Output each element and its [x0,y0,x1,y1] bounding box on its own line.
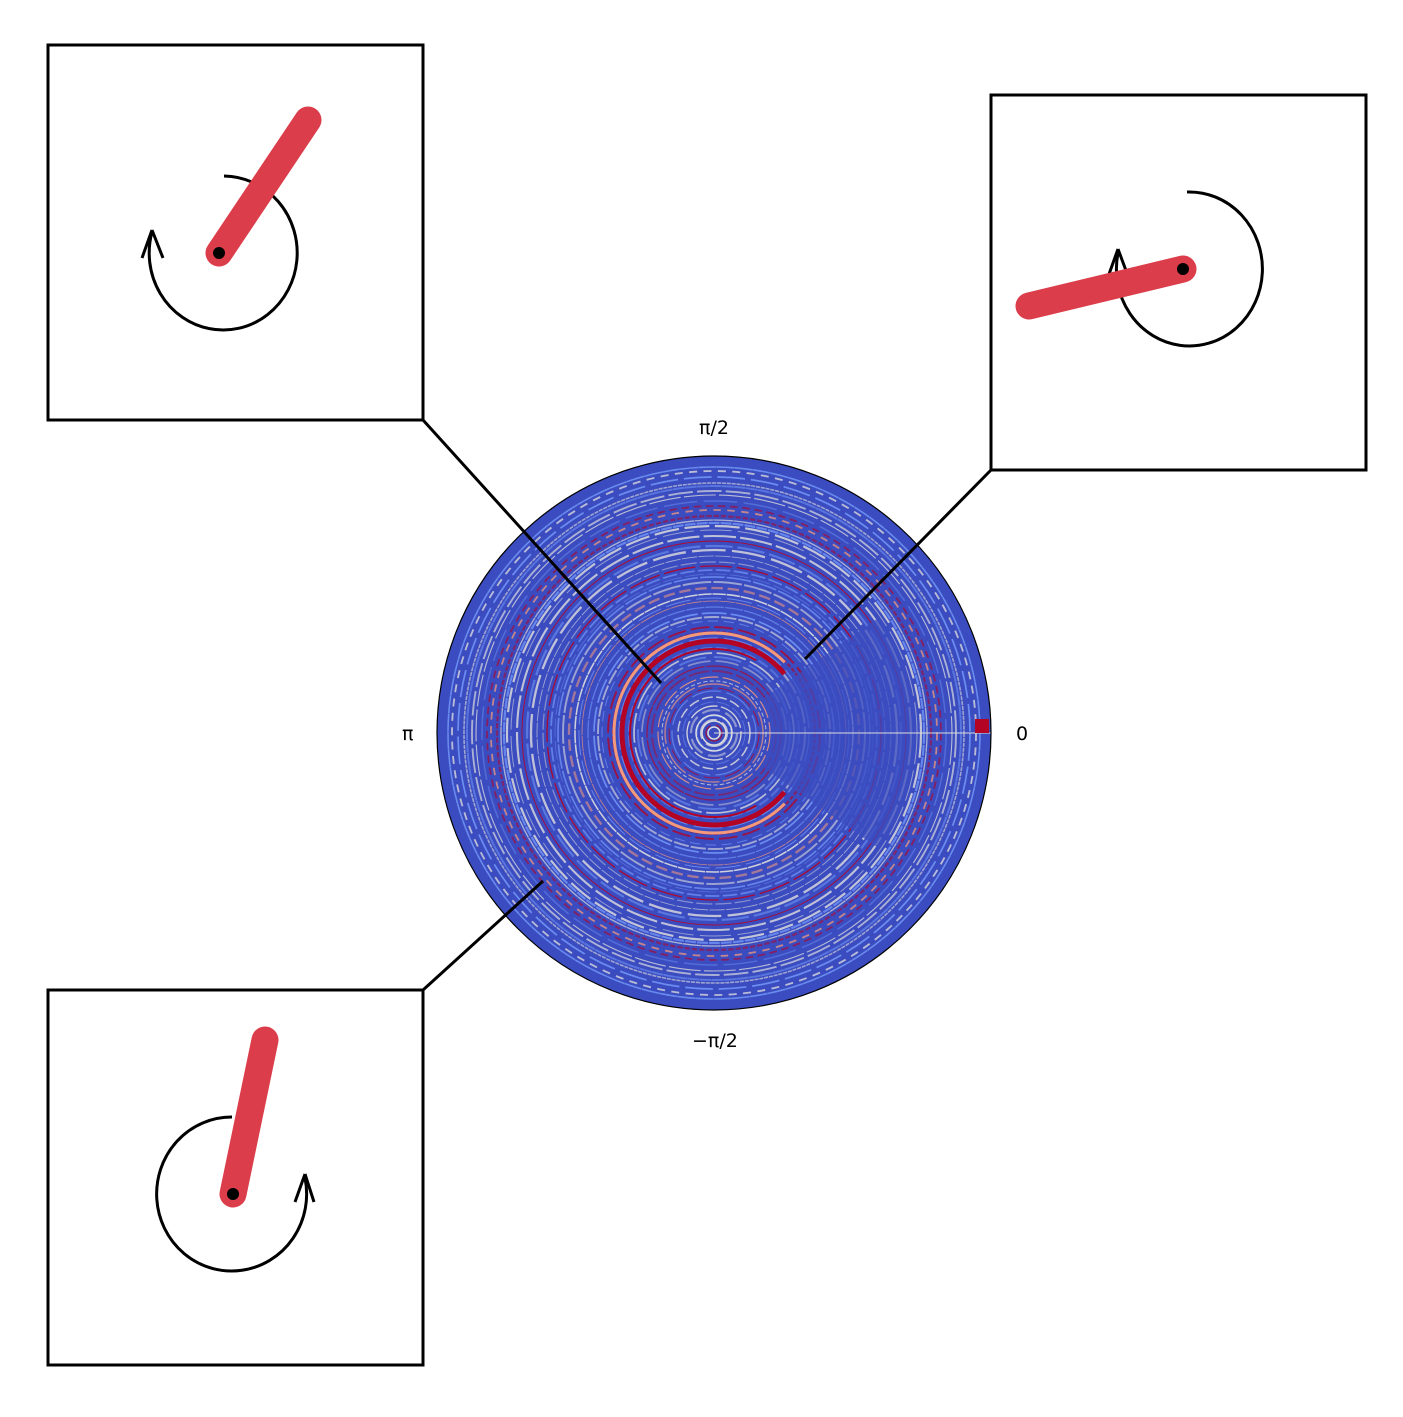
heatmap-center-ring [701,720,727,746]
rotation-arrow-icon [147,174,299,332]
connector-lines [421,418,993,992]
pendulum-rod [219,1026,279,1208]
heatmap-rings [447,466,991,1000]
arrowhead-icon [293,1173,316,1203]
theta-tick-labels: 0 π/2 π −π/2 [402,417,1028,1052]
connector-top-left [421,418,663,685]
pivot-dot [227,1188,239,1200]
arrowhead-icon [140,229,165,259]
polar-axis-frame [436,455,992,1011]
theta-tick-label-0: 0 [1016,723,1028,745]
heatmap-warm-ring [619,638,787,828]
heatmap-rim-mark [975,719,989,733]
connector-bottom-left [421,879,545,992]
connector-top-right [803,468,993,661]
pivot-dot [1177,263,1189,275]
polar-heatmap [437,456,991,1010]
pendulum-rod [205,106,322,267]
heatmap-center-ring [707,726,721,740]
theta-tick-label-pi: π [402,723,413,745]
pendulum-inset-top-left [46,43,425,422]
theta-tick-label-pi-half: π/2 [699,417,729,439]
rotation-arrow-icon [155,1115,309,1273]
heatmap-warm-ring [629,648,757,818]
rotation-arrow-icon [1114,190,1264,348]
pendulum-rod [1015,255,1197,320]
pendulum-inset-top-right [989,93,1368,472]
pendulum-inset-bottom-left [46,988,425,1367]
heatmap-warm-ring [612,631,786,835]
theta-tick-label-minus-pi-half: −π/2 [692,1030,738,1052]
pivot-dot [213,247,225,259]
heatmap-center-ring [695,714,733,752]
